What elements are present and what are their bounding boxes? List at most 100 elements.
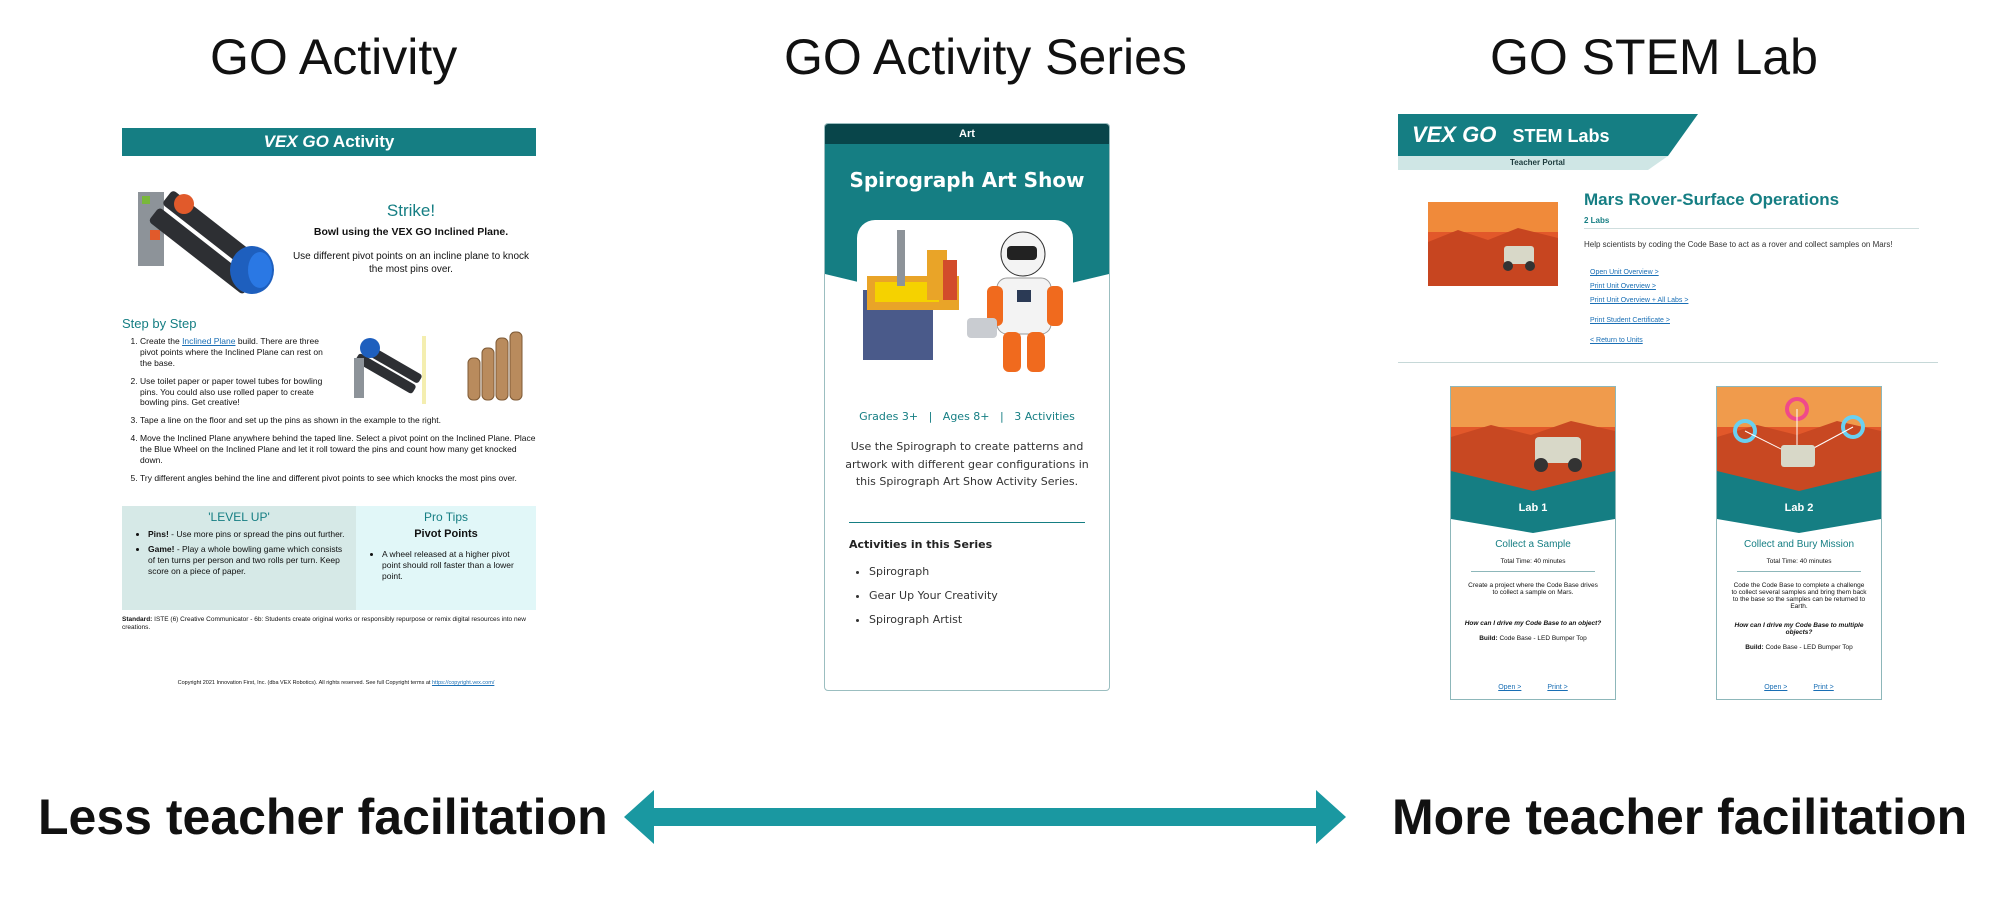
build-label: Build: (1479, 635, 1498, 642)
step-text: Create the (140, 336, 183, 346)
spirograph-image (857, 220, 1073, 386)
level-up-heading: 'LEVEL UP' (208, 510, 270, 524)
standard-text: ISTE (6) Creative Communicator - 6b: Stu… (122, 616, 526, 632)
step-text: build. There are three pivot points wher… (140, 336, 323, 368)
lab-time: Total Time: 40 minutes (1766, 558, 1832, 565)
lab-actions: Open > Print > (1451, 684, 1615, 691)
step-item: Create the Inclined Plane build. There a… (140, 336, 330, 369)
return-to-units-link[interactable]: < Return to Units (1590, 337, 1643, 344)
print-student-certificate-link[interactable]: Print Student Certificate > (1590, 317, 1670, 324)
series-meta: Grades 3+ | Ages 8+ | 3 Activities (859, 410, 1075, 423)
build-text: Code Base - LED Bumper Top (1497, 635, 1587, 642)
teacher-portal-label: Teacher Portal (1510, 158, 1565, 167)
unit-title: Mars Rover-Surface Operations (1584, 190, 1840, 209)
go-stem-lab-title: GO STEM Lab (1490, 29, 1818, 85)
activity-title: Strike! (386, 201, 436, 220)
lab-description: Code the Code Base to complete a challen… (1731, 582, 1867, 610)
mars-rover-image (1428, 202, 1558, 286)
series-title: Spirograph Art Show (849, 168, 1085, 192)
activity-document: VEX GO Activity Strike! Bowl using the V… (122, 128, 536, 698)
level-up-item: Pins! - Use more pins or spread the pins… (148, 529, 348, 540)
pro-tip-item: A wheel released at a higher pivot point… (382, 549, 528, 582)
vex-go-logo: VEX GO (1412, 122, 1497, 147)
badge-chevron (1717, 519, 1881, 533)
banner-title: STEM Labs (1512, 126, 1610, 146)
more-facilitation-label: More teacher facilitation (1392, 789, 1968, 845)
double-arrow-icon (624, 790, 1346, 844)
activity-intro: Use different pivot points on an incline… (292, 251, 530, 275)
copyright-link[interactable]: https://copyright.vex.com/ (431, 680, 495, 686)
lab-badge: Lab 1 (1451, 499, 1615, 519)
lab-question: How can I drive my Code Base to an objec… (1464, 620, 1602, 627)
level-up-box: 'LEVEL UP' Pins! - Use more pins or spre… (122, 506, 356, 610)
pro-tips-subheading: Pivot Points (414, 528, 478, 541)
level-up-bold: Game! (148, 544, 175, 555)
category-bar: Art (825, 124, 1109, 144)
activity-extension-boxes: 'LEVEL UP' Pins! - Use more pins or spre… (122, 506, 536, 610)
lab-1-image (1451, 387, 1615, 499)
pro-tips-box: Pro Tips Pivot Points A wheel released a… (356, 506, 536, 610)
step-item: Tape a line on the floor and set up the … (140, 415, 540, 426)
lab-2-image (1717, 387, 1881, 499)
series-divider (849, 522, 1085, 523)
unit-description: Help scientists by coding the Code Base … (1584, 240, 1893, 249)
build-text: Code Base - LED Bumper Top (1763, 644, 1853, 651)
lab-divider (1471, 571, 1595, 572)
activities-list: Spirograph Gear Up Your Creativity Spiro… (849, 560, 998, 632)
print-unit-overview-link[interactable]: Print Unit Overview > (1590, 283, 1656, 290)
vex-go-logo: VEX GO (263, 132, 329, 151)
open-lab-button[interactable]: Open > (1764, 684, 1788, 691)
activities-list-heading: Activities in this Series (849, 538, 993, 551)
standard-note: Standard: ISTE (6) Creative Communicator… (122, 616, 526, 633)
lab-card[interactable]: Lab 2 Collect and Bury Mission Total Tim… (1716, 386, 1882, 700)
lab-time: Total Time: 40 minutes (1500, 558, 1566, 565)
activity-list-item[interactable]: Gear Up Your Creativity (869, 584, 998, 608)
build-label: Build: (1745, 644, 1764, 651)
tape-line (422, 336, 426, 404)
go-activity-series-title: GO Activity Series (784, 29, 1187, 85)
step-item: Try different angles behind the line and… (140, 473, 540, 484)
level-up-text: - Use more pins or spread the pins out f… (168, 529, 345, 540)
lab-card[interactable]: Lab 1 Collect a Sample Total Time: 40 mi… (1450, 386, 1616, 700)
lab-badge: Lab 2 (1717, 499, 1881, 519)
inclined-plane-build-image (138, 191, 274, 294)
unit-links: Open Unit Overview > Print Unit Overview… (1590, 266, 1688, 348)
print-lab-button[interactable]: Print > (1813, 684, 1834, 691)
activity-list-item[interactable]: Spirograph (869, 560, 998, 584)
level-up-item: Game! - Play a whole bowling game which … (148, 544, 348, 577)
less-facilitation-label: Less teacher facilitation (38, 789, 608, 845)
activity-list-item[interactable]: Spirograph Artist (869, 608, 998, 632)
level-up-text: - Play a whole bowling game which consis… (148, 544, 343, 576)
copyright-note: Copyright 2021 Innovation First, Inc. (d… (146, 680, 526, 687)
inclined-plane-link[interactable]: Inclined Plane (182, 336, 236, 346)
lab-name: Collect and Bury Mission (1743, 539, 1855, 550)
lab-divider (1737, 571, 1861, 572)
open-lab-button[interactable]: Open > (1498, 684, 1522, 691)
lab-build: Build: Code Base - LED Bumper Top (1451, 635, 1615, 642)
ramp-example-image (354, 338, 422, 398)
go-activity-title: GO Activity (210, 29, 458, 85)
print-unit-overview-all-labs-link[interactable]: Print Unit Overview + All Labs > (1590, 297, 1689, 304)
stem-lab-portal: VEX GO STEM Labs Teacher Portal Mars Rov… (1398, 114, 1938, 704)
badge-chevron (1451, 519, 1615, 533)
step-by-step-heading: Step by Step (122, 316, 197, 331)
unit-divider (1584, 228, 1919, 229)
copyright-text: Copyright 2021 Innovation First, Inc. (d… (177, 680, 432, 686)
lab-count: 2 Labs (1584, 216, 1610, 225)
activity-series-card[interactable]: Art Spirograph Art Show Grades 3+ | Ages… (824, 123, 1110, 691)
activity-subtitle: Bowl using the VEX GO Inclined Plane. (313, 225, 509, 238)
open-unit-overview-link[interactable]: Open Unit Overview > (1590, 269, 1659, 276)
lab-name: Collect a Sample (1495, 539, 1571, 550)
step-list: Create the Inclined Plane build. There a… (122, 336, 540, 491)
standard-label: Standard: (122, 616, 153, 623)
robot-drawing-icon (863, 230, 1063, 372)
pro-tips-heading: Pro Tips (423, 510, 468, 524)
series-description: Use the Spirograph to create patterns an… (845, 440, 1089, 489)
print-lab-button[interactable]: Print > (1547, 684, 1568, 691)
lab-question: How can I drive my Code Base to multiple… (1734, 622, 1864, 636)
level-up-bold: Pins! (148, 529, 169, 540)
step-item: Move the Inclined Plane anywhere behind … (140, 433, 540, 466)
lab-description: Create a project where the Code Base dri… (1468, 582, 1598, 596)
step-item: Use toilet paper or paper towel tubes fo… (140, 376, 330, 409)
lab-actions: Open > Print > (1717, 684, 1881, 691)
